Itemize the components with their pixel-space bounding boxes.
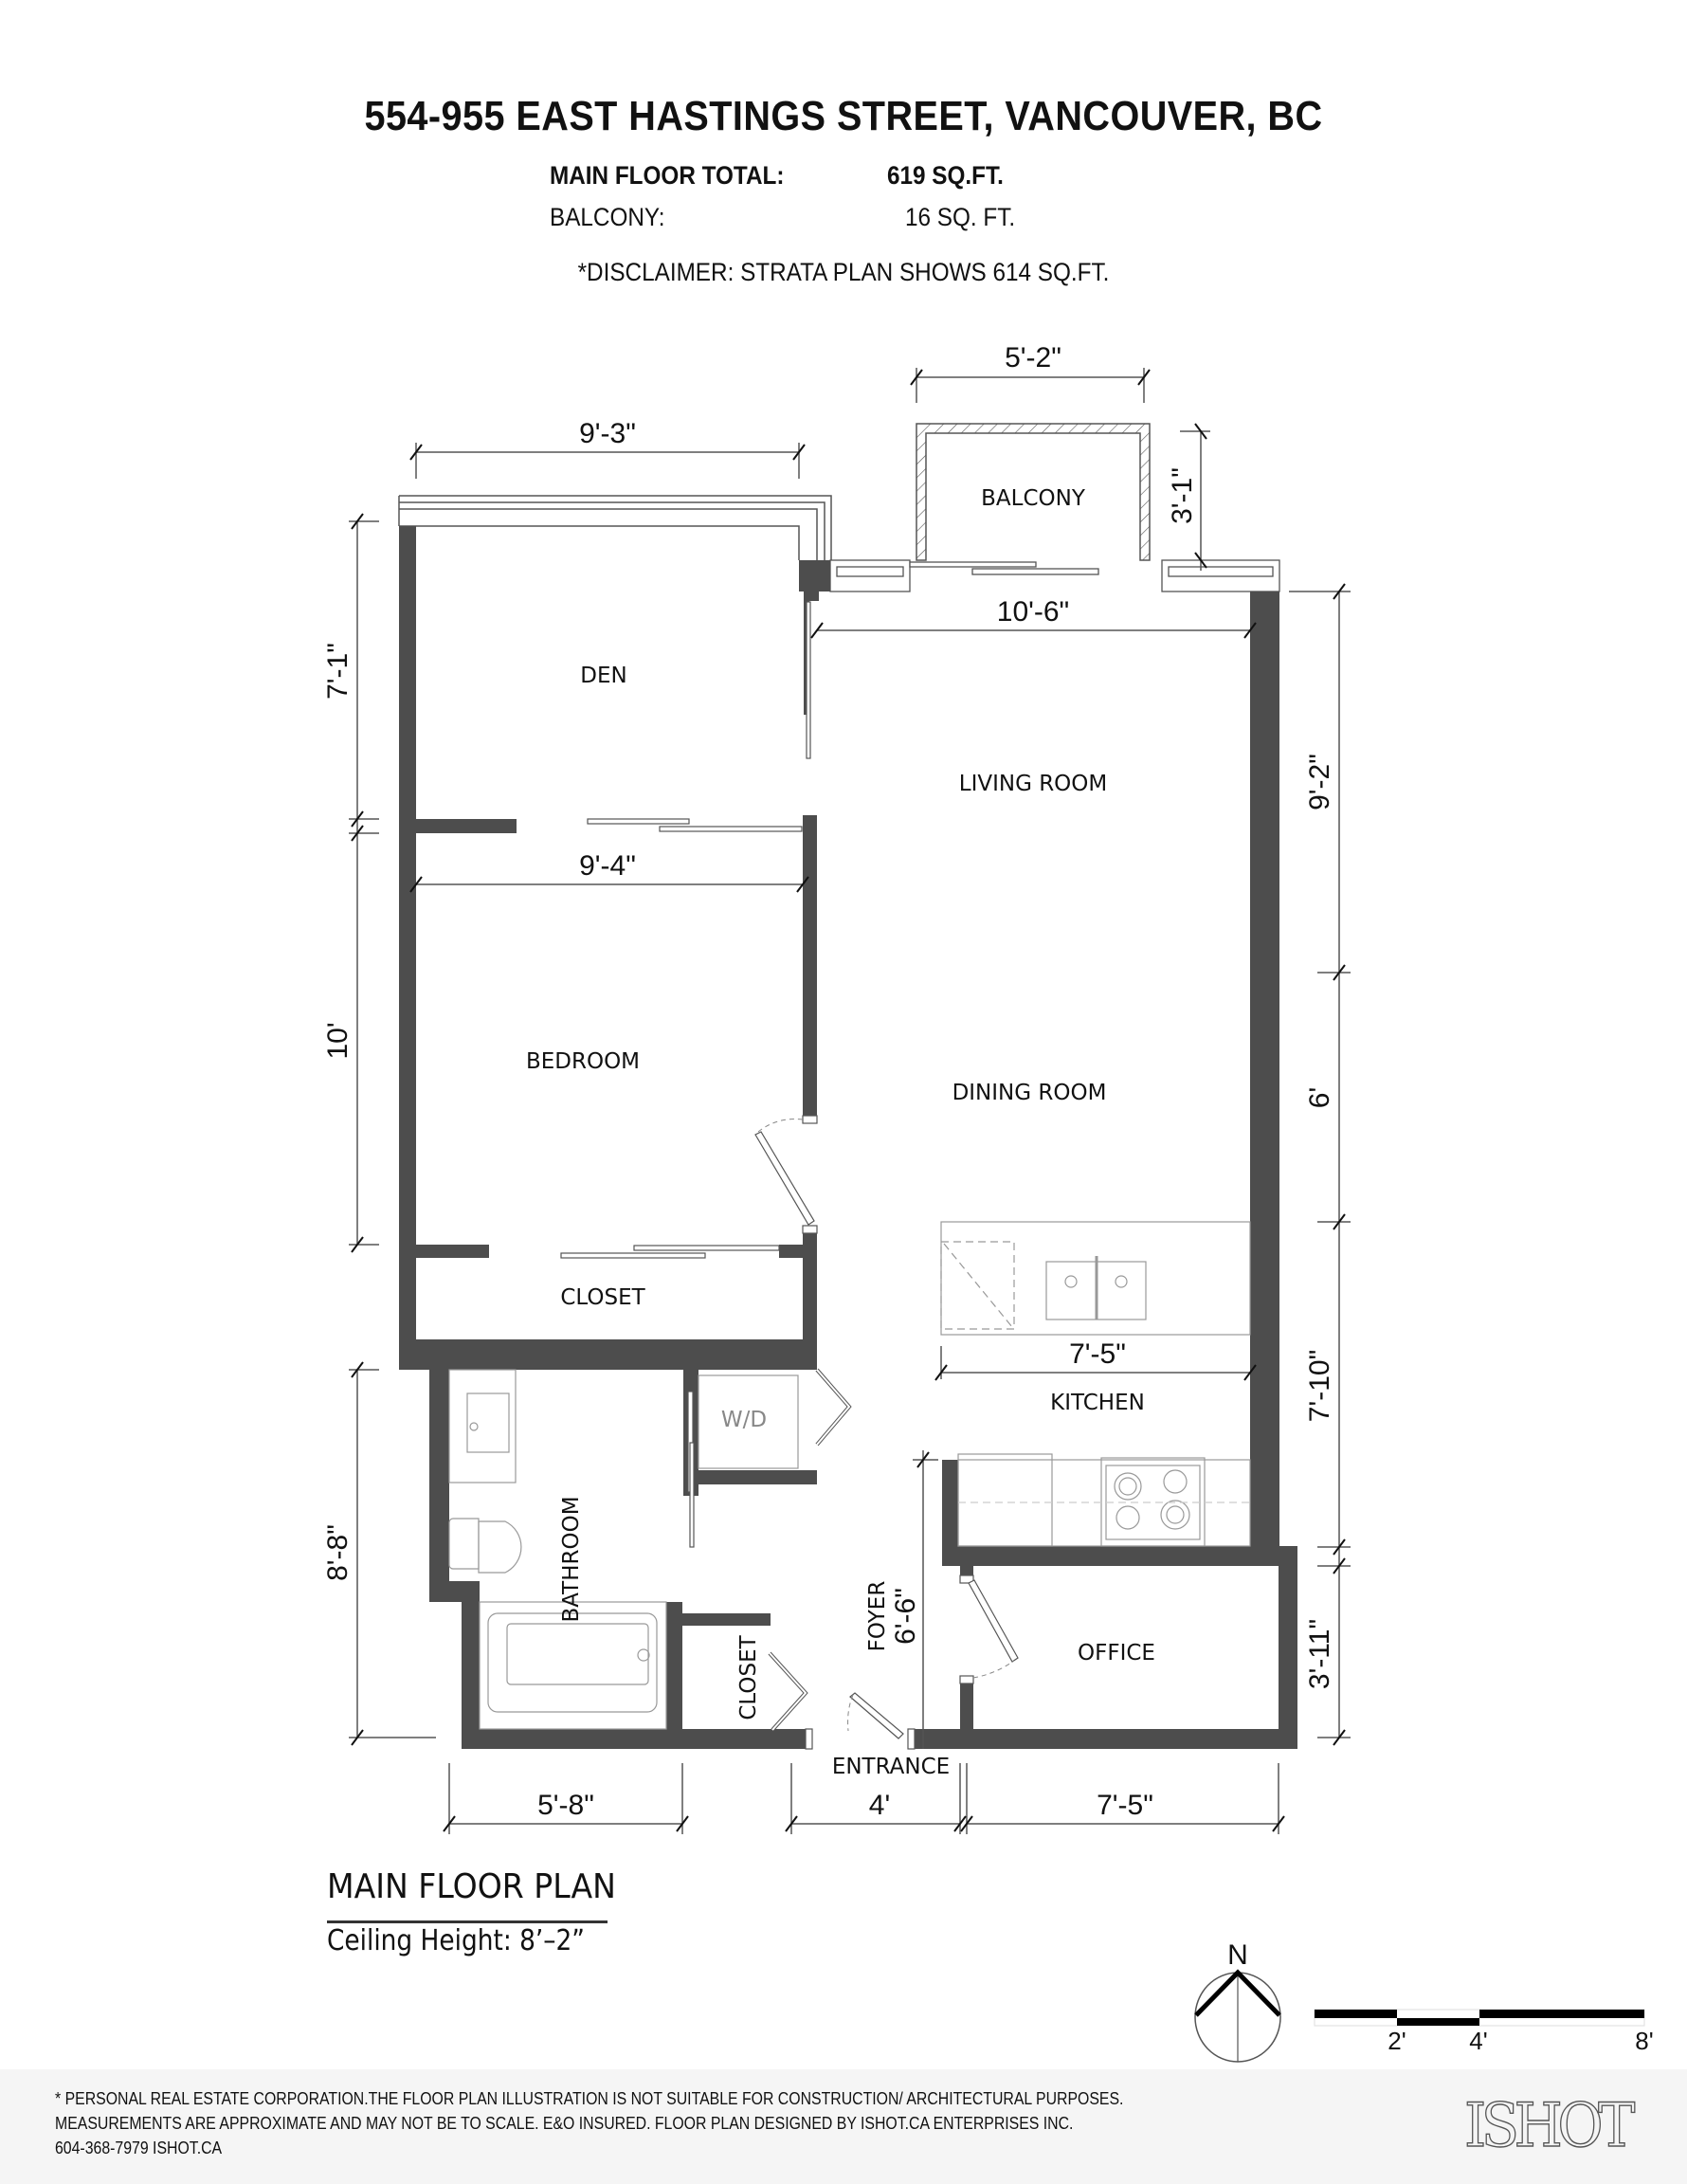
den-window <box>398 495 832 560</box>
dim-left-bedroom: 10' <box>322 1022 354 1059</box>
washer-dryer-icon <box>698 1374 799 1469</box>
room-label-living-room: LIVING ROOM <box>959 772 1108 796</box>
dim-bedroom-width: 9'-4" <box>579 850 636 882</box>
dim-kitchen-width: 7'-5" <box>1069 1338 1126 1370</box>
kitchen-fixtures <box>940 1221 1251 1547</box>
balcony-windows <box>829 559 1280 592</box>
balcony-area-label: BALCONY: <box>550 203 665 231</box>
room-label-dining-room: DINING ROOM <box>952 1081 1107 1105</box>
dishwasher-icon <box>940 1241 1015 1330</box>
fridge-icon <box>957 1453 1053 1547</box>
compass-label: N <box>1227 1939 1248 1971</box>
room-label-bedroom: BEDROOM <box>526 1049 640 1074</box>
toilet-icon <box>448 1518 480 1570</box>
scale-tick-2: 2' <box>1388 2027 1406 2055</box>
property-address-title: 554-955 EAST HASTINGS STREET, VANCOUVER,… <box>364 93 1323 139</box>
dim-right-dining: 6' <box>1304 1087 1335 1108</box>
walls <box>399 526 1297 1749</box>
north-arrow-icon: N <box>1194 1939 1281 2063</box>
dim-balcony-depth: 3'-1" <box>1167 467 1198 524</box>
room-label-kitchen: KITCHEN <box>1050 1391 1145 1415</box>
room-label-den: DEN <box>580 664 626 688</box>
room-label-balcony: BALCONY <box>981 486 1086 511</box>
scale-bar: 2' 4' 8' <box>1314 2009 1654 2055</box>
balcony-railing <box>916 423 1151 561</box>
dim-balcony-width: 5'-2" <box>1005 342 1061 373</box>
dim-right-living: 9'-2" <box>1304 754 1335 810</box>
ceiling-height: Ceiling Height: 8’–2” <box>327 1924 585 1957</box>
bathtub-icon <box>479 1601 667 1730</box>
dim-bottom-entrance: 4' <box>869 1790 890 1821</box>
bifold-doors <box>768 1368 852 1732</box>
swing-doors <box>754 1131 1019 1739</box>
dim-bottom-bath: 5'-8" <box>537 1790 594 1821</box>
dim-left-den: 7'-1" <box>322 643 354 700</box>
dim-right-office: 3'-11" <box>1304 1619 1335 1689</box>
balcony-sliding-door <box>909 561 1099 575</box>
room-label-bathroom: BATHROOM <box>559 1496 584 1622</box>
plan-title: MAIN FLOOR PLAN <box>327 1867 616 1906</box>
room-label-entrance: ENTRANCE <box>832 1755 950 1779</box>
dim-bottom-office: 7'-5" <box>1097 1790 1153 1821</box>
dim-left-bath: 8'-8" <box>322 1524 354 1581</box>
room-label-washer-dryer: W/D <box>721 1408 767 1432</box>
dim-living-width: 10'-6" <box>997 596 1069 628</box>
plan-title-underline <box>327 1920 608 1923</box>
footer <box>0 2069 1687 2184</box>
dim-den-width: 9'-3" <box>579 418 636 449</box>
bathroom-fixtures <box>448 1369 799 1730</box>
stove-icon <box>1100 1457 1206 1547</box>
main-floor-total-label: MAIN FLOOR TOTAL: <box>550 161 785 190</box>
door-swing-arcs <box>757 1119 1015 1732</box>
footer-disclaimer-line1: * PERSONAL REAL ESTATE CORPORATION.THE F… <box>55 2089 1124 2108</box>
footer-disclaimer-line2: MEASUREMENTS ARE APPROXIMATE AND MAY NOT… <box>55 2114 1074 2133</box>
dim-foyer-length: 6'-6" <box>890 1588 921 1645</box>
ishot-logo: ISHOT <box>1463 2090 1636 2161</box>
dimension-ticks <box>351 369 1346 1832</box>
room-label-closet-entry: CLOSET <box>736 1634 761 1720</box>
room-label-office: OFFICE <box>1078 1641 1155 1665</box>
room-label-foyer: FOYER <box>865 1581 890 1652</box>
vanity-icon <box>448 1369 517 1483</box>
strata-disclaimer: *DISCLAIMER: STRATA PLAN SHOWS 614 SQ.FT… <box>577 258 1110 286</box>
balcony-area-value: 16 SQ. FT. <box>905 203 1016 231</box>
door-jambs <box>802 1115 974 1750</box>
dim-right-kitchen: 7'-10" <box>1304 1350 1335 1422</box>
scale-tick-4: 4' <box>1469 2027 1487 2055</box>
scale-tick-8: 8' <box>1635 2027 1653 2055</box>
sliding-doors <box>560 601 811 1548</box>
footer-contact: 604-368-7979 ISHOT.CA <box>55 2138 223 2157</box>
room-label-closet-bedroom: CLOSET <box>560 1285 645 1310</box>
main-floor-total-value: 619 SQ.FT. <box>887 161 1004 190</box>
